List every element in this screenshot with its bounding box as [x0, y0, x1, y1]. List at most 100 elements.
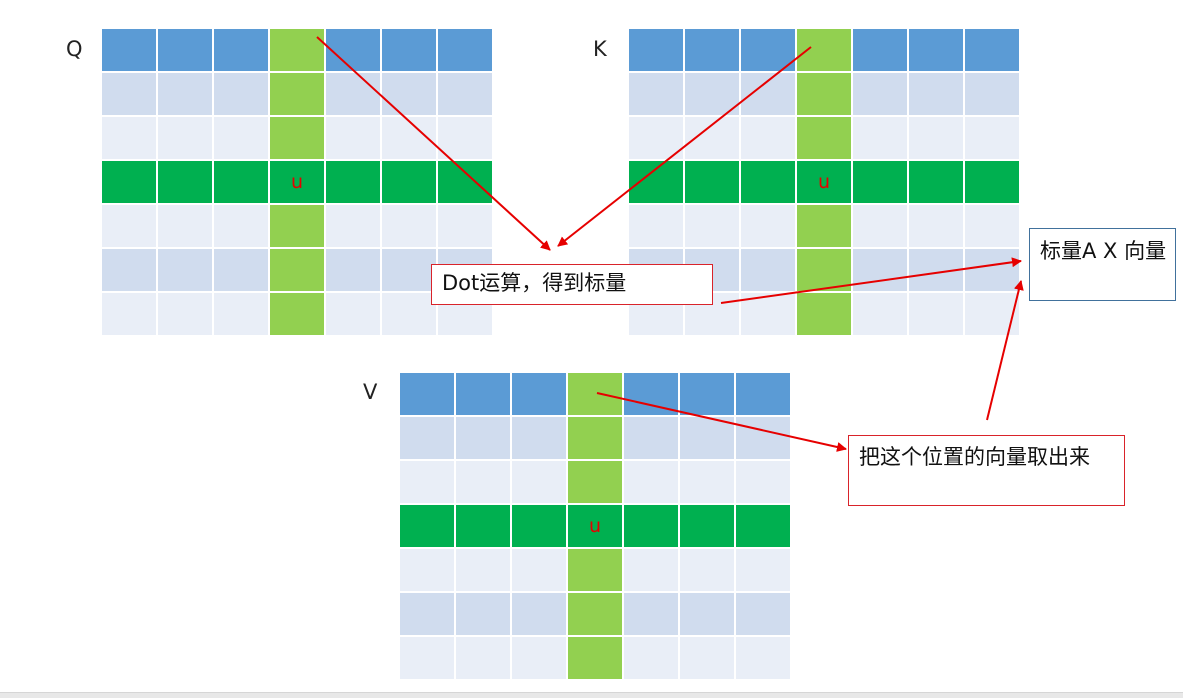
matrix-cell — [102, 29, 156, 71]
matrix-cell — [456, 637, 510, 679]
matrix-cell — [102, 73, 156, 115]
bottom-divider — [0, 692, 1183, 698]
matrix-cell — [741, 205, 795, 247]
matrix-cell — [685, 205, 739, 247]
matrix-cell — [512, 417, 566, 459]
matrix-cell — [568, 417, 622, 459]
matrix-cell — [568, 373, 622, 415]
matrix-v-grid: u — [400, 373, 790, 679]
matrix-cell — [568, 593, 622, 635]
matrix-cell — [382, 205, 436, 247]
matrix-cell — [158, 29, 212, 71]
matrix-cell — [624, 549, 678, 591]
matrix-cell — [382, 161, 436, 203]
matrix-cell — [270, 205, 324, 247]
matrix-cell — [438, 161, 492, 203]
matrix-cell — [214, 73, 268, 115]
matrix-cell — [680, 593, 734, 635]
matrix-cell — [624, 461, 678, 503]
arrow-scalar-to-product-box — [720, 257, 1022, 304]
matrix-cell — [741, 161, 795, 203]
matrix-cell — [853, 29, 907, 71]
matrix-cell — [629, 29, 683, 71]
matrix-cell — [512, 373, 566, 415]
matrix-cell — [438, 29, 492, 71]
matrix-cell — [456, 373, 510, 415]
matrix-cell — [456, 461, 510, 503]
matrix-cell — [214, 117, 268, 159]
matrix-cell — [158, 205, 212, 247]
matrix-label-v: V — [363, 380, 378, 404]
highlight-cell: u — [568, 505, 622, 547]
matrix-cell — [629, 117, 683, 159]
matrix-cell — [326, 249, 380, 291]
matrix-cell — [382, 249, 436, 291]
matrix-cell — [512, 593, 566, 635]
matrix-cell — [680, 373, 734, 415]
matrix-cell — [736, 593, 790, 635]
matrix-cell — [797, 117, 851, 159]
arrow-v-to-take-box — [596, 392, 847, 452]
matrix-cell — [797, 73, 851, 115]
matrix-cell — [326, 73, 380, 115]
matrix-cell — [965, 205, 1019, 247]
matrix-cell — [326, 205, 380, 247]
matrix-cell — [965, 161, 1019, 203]
matrix-cell — [685, 29, 739, 71]
matrix-cell — [909, 205, 963, 247]
matrix-cell — [797, 293, 851, 335]
matrix-cell — [680, 505, 734, 547]
matrix-cell — [680, 549, 734, 591]
matrix-cell — [741, 29, 795, 71]
matrix-label-k: K — [593, 37, 607, 61]
matrix-cell — [400, 373, 454, 415]
matrix-cell — [438, 117, 492, 159]
matrix-cell — [512, 505, 566, 547]
matrix-cell — [326, 117, 380, 159]
dot-operation-box: Dot运算，得到标量 — [431, 264, 713, 305]
matrix-cell — [382, 293, 436, 335]
matrix-cell — [909, 293, 963, 335]
matrix-cell — [158, 293, 212, 335]
arrow-take-box-to-product-box — [986, 280, 1024, 421]
matrix-cell — [736, 417, 790, 459]
matrix-cell — [102, 117, 156, 159]
matrix-cell — [400, 505, 454, 547]
matrix-cell — [158, 161, 212, 203]
matrix-cell — [736, 637, 790, 679]
matrix-cell — [326, 293, 380, 335]
matrix-cell — [456, 417, 510, 459]
matrix-cell — [270, 73, 324, 115]
matrix-label-q: Q — [66, 37, 83, 61]
matrix-cell — [158, 117, 212, 159]
matrix-cell — [382, 29, 436, 71]
matrix-cell — [214, 205, 268, 247]
highlight-cell: u — [797, 161, 851, 203]
matrix-cell — [456, 505, 510, 547]
arrow-k-to-dot — [557, 46, 812, 247]
matrix-cell — [512, 461, 566, 503]
matrix-cell — [736, 549, 790, 591]
matrix-cell — [270, 117, 324, 159]
matrix-cell — [685, 161, 739, 203]
matrix-cell — [853, 161, 907, 203]
matrix-cell — [158, 249, 212, 291]
matrix-cell — [736, 461, 790, 503]
matrix-cell — [736, 373, 790, 415]
matrix-cell — [456, 593, 510, 635]
matrix-cell — [909, 29, 963, 71]
matrix-cell — [214, 29, 268, 71]
matrix-cell — [629, 73, 683, 115]
take-vector-box: 把这个位置的向量取出来 — [848, 435, 1125, 506]
arrow-q-to-dot — [316, 36, 551, 251]
matrix-cell — [624, 373, 678, 415]
matrix-cell — [102, 205, 156, 247]
matrix-cell — [400, 637, 454, 679]
matrix-cell — [853, 293, 907, 335]
matrix-cell — [965, 117, 1019, 159]
matrix-cell — [629, 205, 683, 247]
matrix-cell — [568, 637, 622, 679]
matrix-cell — [741, 249, 795, 291]
matrix-cell — [965, 73, 1019, 115]
